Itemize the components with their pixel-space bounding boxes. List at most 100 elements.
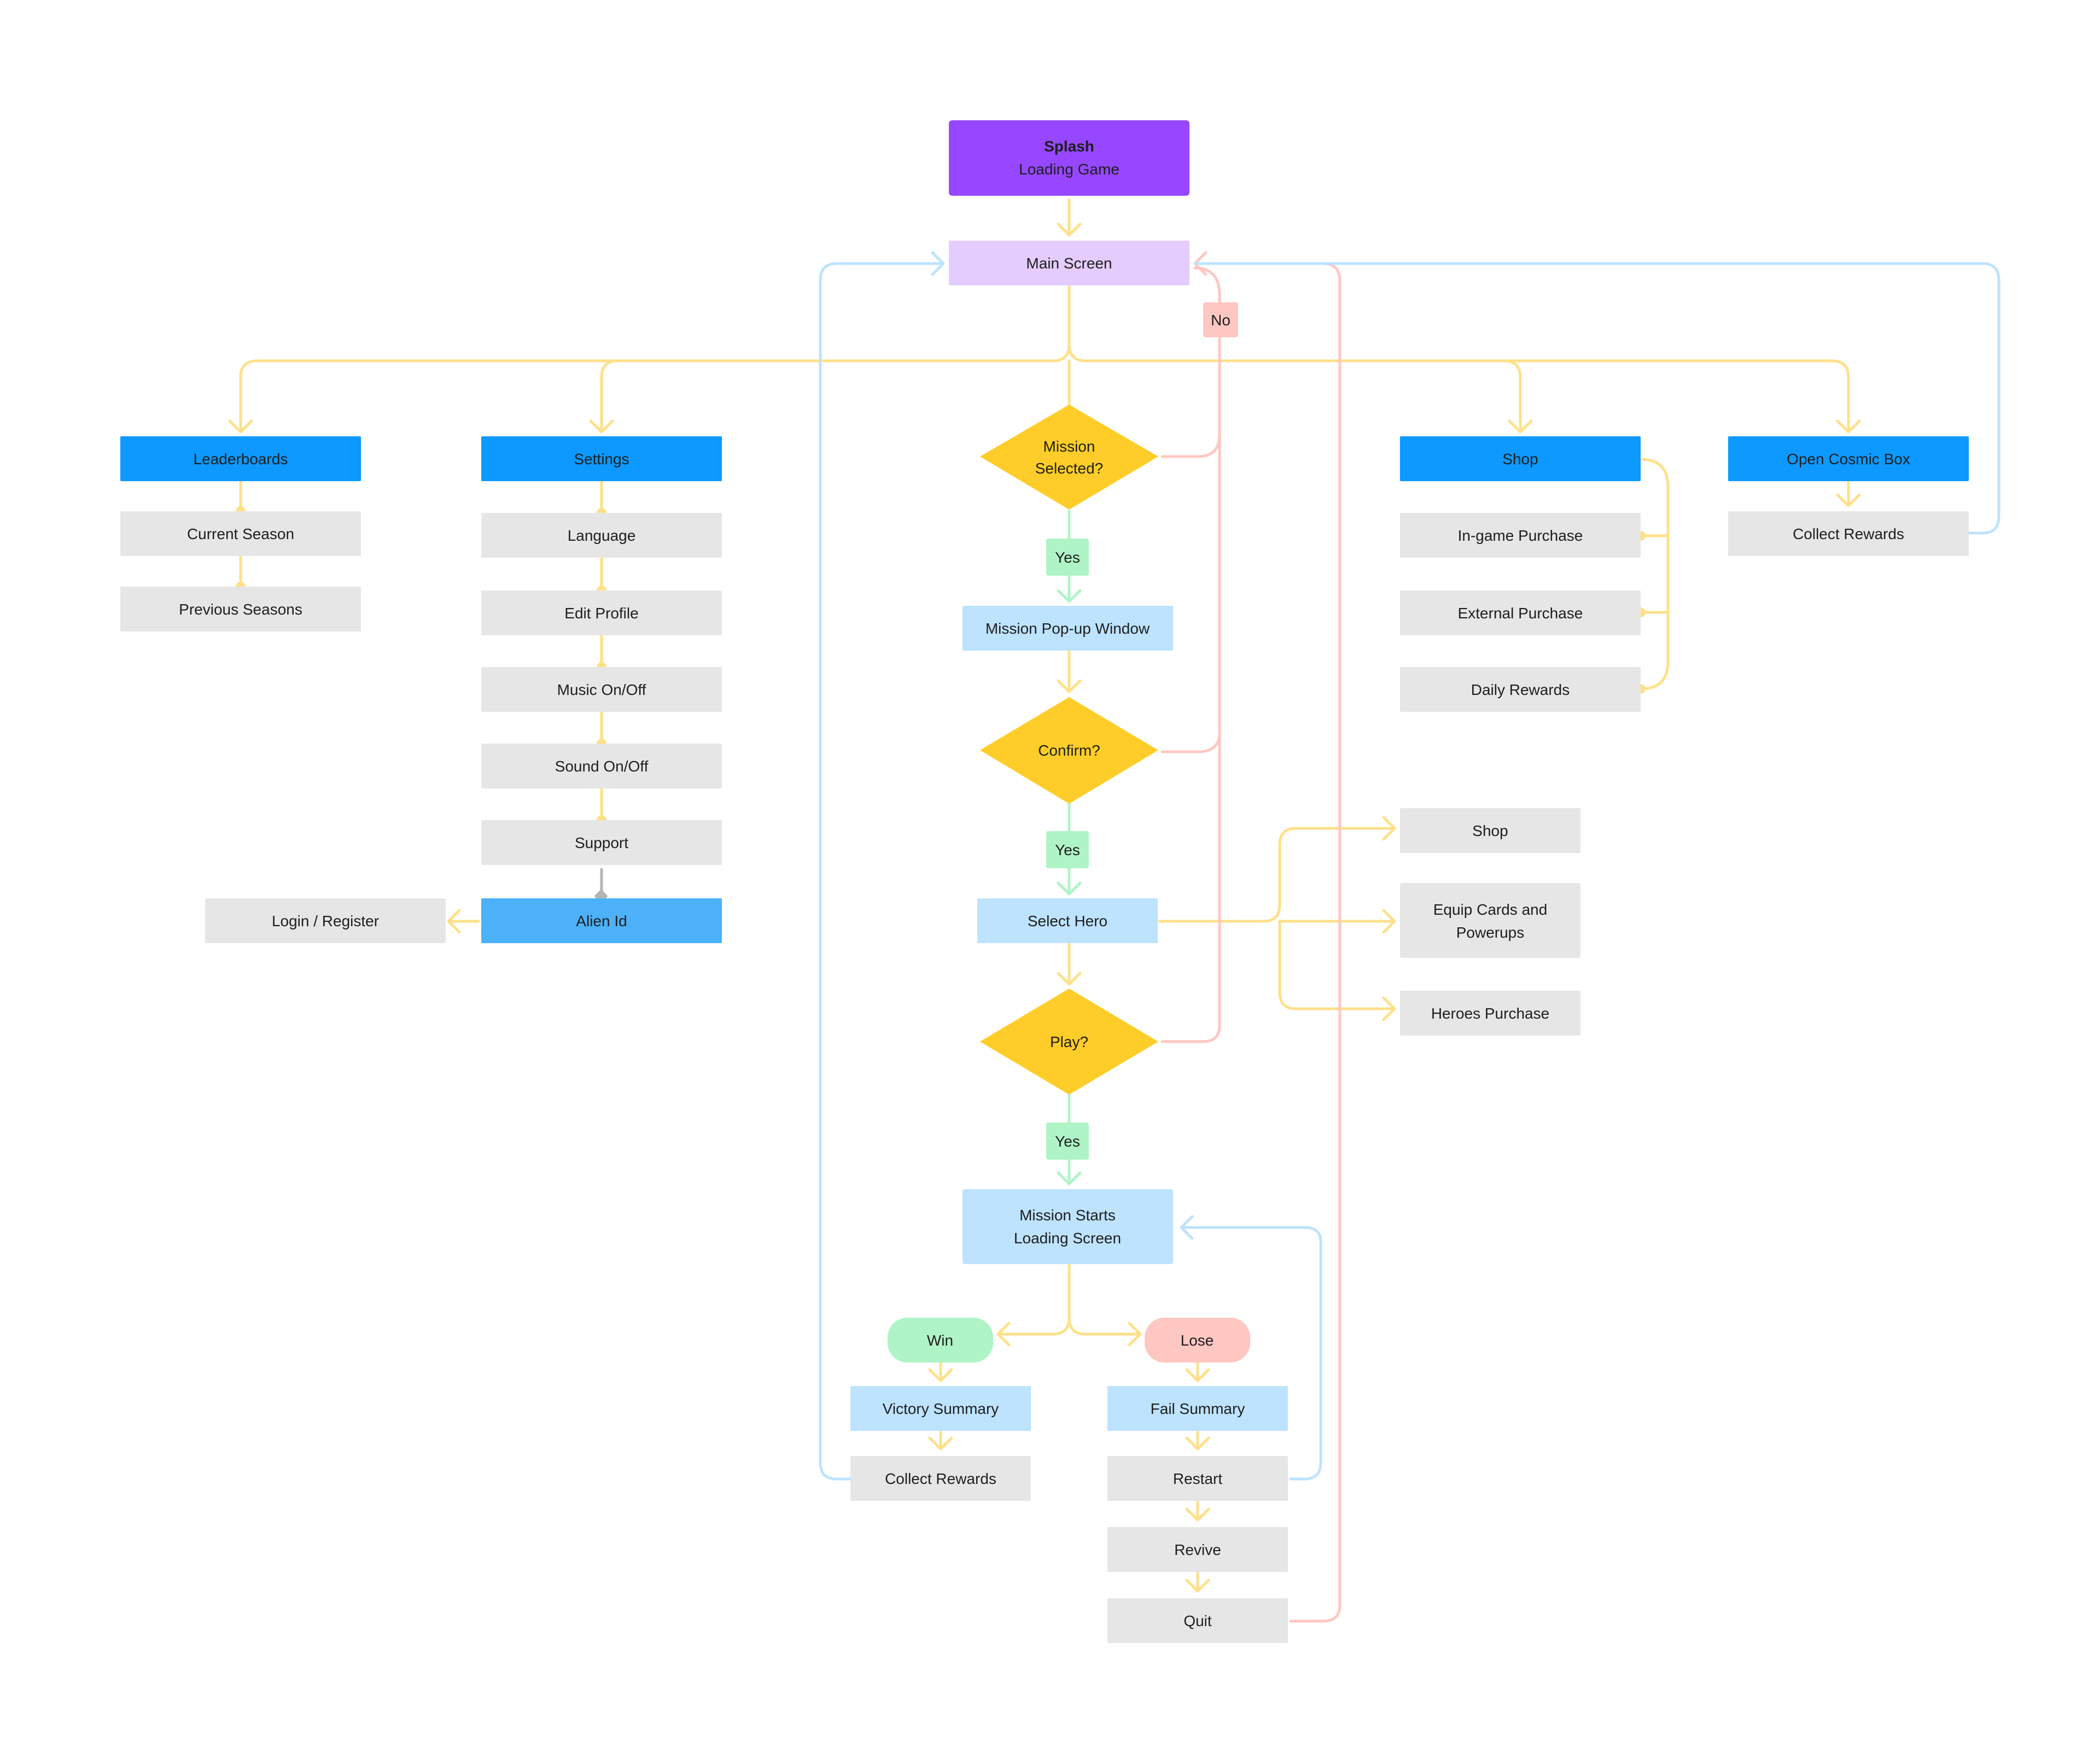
svg-text:Music On/Off: Music On/Off: [557, 681, 646, 698]
svg-text:Equip Cards and: Equip Cards and: [1433, 901, 1548, 918]
edge-win-to-victory: [928, 1360, 953, 1382]
restart-node[interactable]: Restart: [1107, 1456, 1288, 1501]
main-screen-label: Main Screen: [1026, 255, 1112, 272]
edge-popup-to-confirm: [1057, 649, 1082, 693]
main-screen-node[interactable]: Main Screen: [949, 241, 1189, 285]
svg-text:Yes: Yes: [1055, 549, 1080, 566]
alien-id-node[interactable]: Alien Id: [481, 898, 722, 943]
svg-text:Confirm?: Confirm?: [1038, 742, 1100, 759]
svg-text:Play?: Play?: [1050, 1033, 1088, 1050]
edge-no-loop: [1160, 266, 1221, 1043]
play-decision[interactable]: Play?: [980, 989, 1158, 1095]
victory-summary-node[interactable]: Victory Summary: [850, 1386, 1031, 1431]
green-connectors: [1057, 510, 1082, 1185]
edge-start-to-results: [996, 1256, 1142, 1347]
svg-text:Shop: Shop: [1472, 822, 1508, 839]
edge-collect-to-main: [819, 251, 945, 1481]
edge-lose-to-fail: [1185, 1360, 1210, 1382]
svg-text:Previous Seasons: Previous Seasons: [179, 601, 302, 618]
svg-text:Alien Id: Alien Id: [576, 913, 627, 929]
svg-text:Edit Profile: Edit Profile: [564, 605, 638, 622]
edge-restart-to-mission-start: [1180, 1215, 1322, 1481]
svg-text:Mission: Mission: [1043, 438, 1095, 455]
mission-popup-node[interactable]: Mission Pop-up Window: [962, 606, 1173, 651]
mission-selected-decision[interactable]: Mission Selected?: [980, 405, 1158, 510]
svg-text:Leaderboards: Leaderboards: [194, 451, 288, 467]
edge-cosmic-collect-to-main: [1193, 262, 2000, 535]
previous-seasons-node[interactable]: Previous Seasons: [120, 587, 361, 632]
splash-node[interactable]: Splash Loading Game: [949, 120, 1189, 196]
heroes-purchase-node[interactable]: Heroes Purchase: [1400, 991, 1580, 1036]
quit-node[interactable]: Quit: [1107, 1598, 1288, 1643]
leaderboards-node[interactable]: Leaderboards: [120, 436, 361, 481]
lose-node[interactable]: Lose: [1145, 1318, 1250, 1363]
svg-text:Open Cosmic Box: Open Cosmic Box: [1787, 451, 1910, 467]
edge-splash-to-main: [1057, 198, 1082, 237]
svg-text:Lose: Lose: [1181, 1332, 1214, 1349]
svg-text:Fail Summary: Fail Summary: [1151, 1400, 1245, 1417]
splash-subtitle: Loading Game: [1019, 161, 1119, 178]
svg-text:Powerups: Powerups: [1456, 924, 1525, 941]
edge-shop-group: [1639, 458, 1670, 691]
svg-text:Quit: Quit: [1183, 1612, 1212, 1629]
svg-text:Current Season: Current Season: [187, 525, 294, 542]
svg-text:Mission Pop-up Window: Mission Pop-up Window: [985, 620, 1150, 637]
svg-text:Collect Rewards: Collect Rewards: [885, 1470, 996, 1487]
svg-text:Support: Support: [575, 834, 628, 851]
svg-text:Selected?: Selected?: [1035, 460, 1104, 477]
yes-label-2: Yes: [1046, 831, 1089, 868]
svg-text:Language: Language: [568, 527, 636, 544]
equip-cards-node[interactable]: Equip Cards and Powerups: [1400, 883, 1580, 958]
edge-main-branch-right: [1068, 343, 1861, 434]
svg-text:Yes: Yes: [1055, 841, 1080, 858]
edge-main-to-shop: [1502, 359, 1533, 434]
svg-text:Revive: Revive: [1174, 1541, 1221, 1558]
daily-rewards-node[interactable]: Daily Rewards: [1400, 667, 1641, 712]
no-label: No: [1203, 302, 1238, 337]
settings-node[interactable]: Settings: [481, 436, 722, 481]
confirm-decision[interactable]: Confirm?: [980, 697, 1158, 804]
svg-text:Victory Summary: Victory Summary: [883, 1400, 999, 1417]
edit-profile-node[interactable]: Edit Profile: [481, 591, 722, 635]
music-node[interactable]: Music On/Off: [481, 667, 722, 712]
yellow-connectors: [228, 198, 1861, 1593]
svg-text:Yes: Yes: [1055, 1133, 1080, 1150]
hero-shop-node[interactable]: Shop: [1400, 808, 1580, 853]
revive-node[interactable]: Revive: [1107, 1527, 1288, 1572]
edge-alien-to-login: [447, 909, 480, 934]
svg-text:No: No: [1211, 312, 1230, 329]
support-node[interactable]: Support: [481, 820, 722, 865]
blue-connectors: [819, 251, 2000, 1481]
current-season-node[interactable]: Current Season: [120, 511, 361, 556]
svg-text:Heroes Purchase: Heroes Purchase: [1431, 1005, 1549, 1022]
svg-text:In-game Purchase: In-game Purchase: [1458, 527, 1583, 544]
sound-node[interactable]: Sound On/Off: [481, 744, 722, 788]
fail-summary-node[interactable]: Fail Summary: [1107, 1386, 1288, 1431]
collect-rewards-box-node[interactable]: Collect Rewards: [1728, 511, 1969, 556]
svg-text:Collect Rewards: Collect Rewards: [1793, 525, 1904, 542]
svg-text:External Purchase: External Purchase: [1458, 605, 1583, 622]
edge-main-to-settings: [589, 359, 620, 434]
svg-text:Login / Register: Login / Register: [272, 913, 379, 929]
yes-label-1: Yes: [1046, 539, 1089, 576]
svg-text:Sound On/Off: Sound On/Off: [555, 758, 649, 775]
edge-cosmic-to-collect: [1836, 480, 1861, 507]
edge-revive-to-quit: [1185, 1568, 1210, 1593]
edge-hero-to-play: [1057, 942, 1082, 986]
svg-text:Daily Rewards: Daily Rewards: [1471, 681, 1570, 698]
external-purchase-node[interactable]: External Purchase: [1400, 591, 1641, 635]
svg-text:Settings: Settings: [574, 451, 629, 467]
select-hero-node[interactable]: Select Hero: [977, 898, 1158, 943]
shop-node[interactable]: Shop: [1400, 436, 1641, 481]
svg-text:Restart: Restart: [1173, 1470, 1222, 1487]
svg-text:Shop: Shop: [1502, 451, 1538, 467]
mission-starts-node[interactable]: Mission Starts Loading Screen: [962, 1189, 1173, 1264]
collect-rewards-win-node[interactable]: Collect Rewards: [850, 1456, 1031, 1501]
open-cosmic-box-node[interactable]: Open Cosmic Box: [1728, 436, 1969, 481]
svg-text:Select Hero: Select Hero: [1028, 913, 1107, 929]
language-node[interactable]: Language: [481, 513, 722, 558]
login-register-node[interactable]: Login / Register: [205, 898, 446, 943]
ingame-purchase-node[interactable]: In-game Purchase: [1400, 513, 1641, 558]
win-node[interactable]: Win: [888, 1318, 993, 1363]
